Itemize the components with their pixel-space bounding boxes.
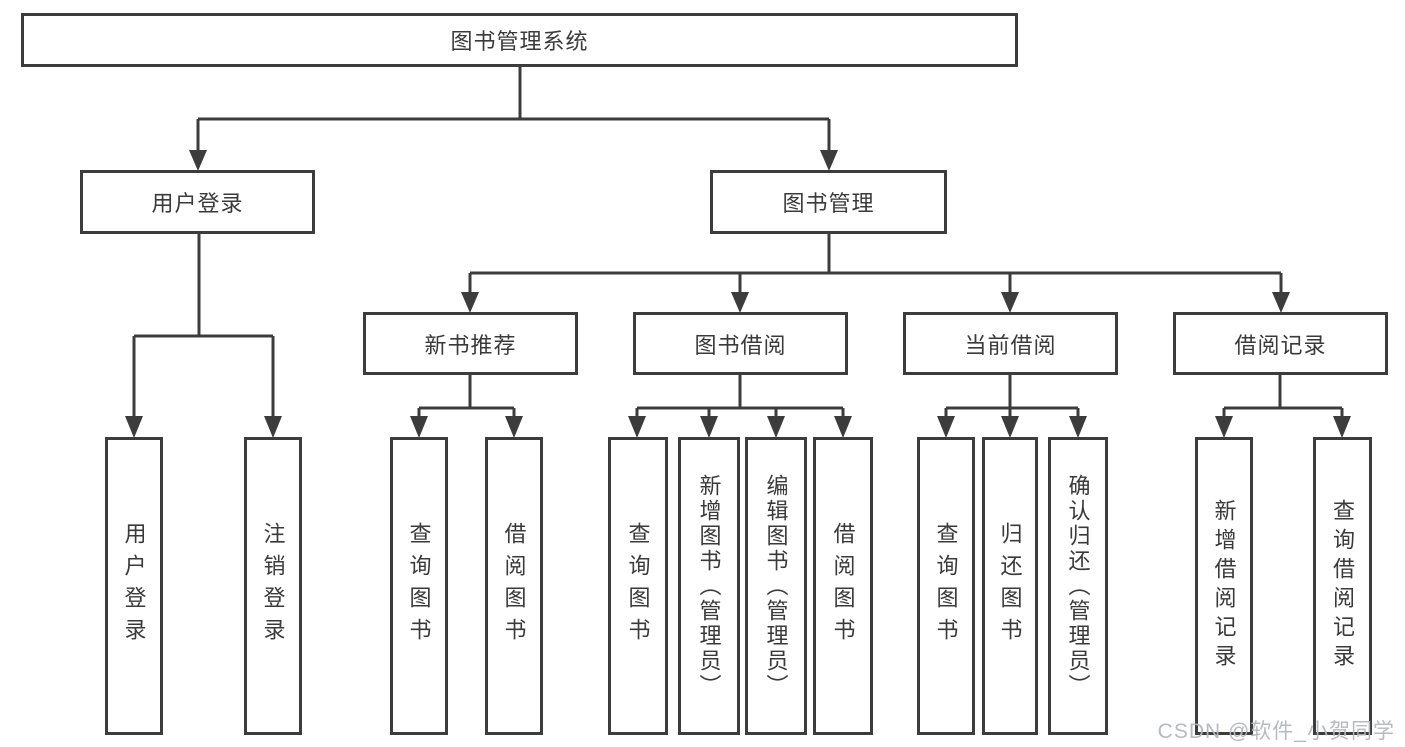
leaf-borrowing-borrow-books: 借阅图书	[813, 437, 873, 735]
root-node: 图书管理系统	[21, 13, 1018, 67]
leaf-return-books-label: 归还图书	[997, 522, 1023, 650]
node-user-login: 用户登录	[80, 170, 315, 234]
leaf-current-query-books: 查询图书	[917, 437, 975, 735]
node-current-borrowing-label: 当前借阅	[964, 332, 1057, 358]
leaf-borrowing-query-books: 查询图书	[608, 437, 668, 735]
leaf-borrowing-query-books-label: 查询图书	[625, 522, 651, 650]
leaf-user-login: 用户登录	[105, 437, 163, 735]
leaf-add-books-admin-label: 新增图书（管理员）	[696, 473, 722, 699]
leaf-recommend-query-books-label: 查询图书	[406, 522, 432, 650]
node-book-borrowing: 图书借阅	[633, 312, 848, 375]
node-book-borrowing-label: 图书借阅	[694, 332, 787, 358]
node-book-management: 图书管理	[710, 170, 947, 234]
node-book-management-label: 图书管理	[782, 191, 875, 216]
leaf-logout: 注销登录	[244, 437, 302, 735]
leaf-add-books-admin: 新增图书（管理员）	[678, 437, 740, 735]
connector-book-management-to-level3	[461, 234, 1290, 313]
node-current-borrowing: 当前借阅	[903, 312, 1118, 375]
node-user-login-label: 用户登录	[151, 191, 244, 216]
connector-book-borrowing-to-leaves	[628, 375, 852, 438]
leaf-edit-books-admin-label: 编辑图书（管理员）	[763, 473, 789, 699]
leaf-add-borrow-record-label: 新增借阅记录	[1211, 499, 1237, 673]
leaf-recommend-query-books: 查询图书	[390, 437, 448, 735]
csdn-watermark: CSDN @软件_小贺同学	[1157, 720, 1395, 743]
connector-root-to-level2	[189, 67, 838, 171]
node-borrow-records-label: 借阅记录	[1234, 332, 1327, 358]
connector-current-borrowing-to-leaves	[937, 375, 1087, 438]
leaf-recommend-borrow-books: 借阅图书	[485, 437, 543, 735]
leaf-recommend-borrow-books-label: 借阅图书	[501, 522, 527, 650]
leaf-current-query-books-label: 查询图书	[933, 522, 959, 650]
connector-borrow-records-to-leaves	[1215, 375, 1351, 438]
node-new-book-recommend: 新书推荐	[363, 312, 578, 375]
leaf-user-login-label: 用户登录	[121, 522, 147, 650]
root-node-label: 图书管理系统	[450, 29, 589, 54]
node-new-book-recommend-label: 新书推荐	[424, 332, 517, 358]
node-borrow-records: 借阅记录	[1173, 312, 1388, 375]
leaf-confirm-return-admin-label: 确认归还（管理员）	[1065, 473, 1091, 699]
connector-new-book-recommend-to-leaves	[410, 375, 523, 438]
leaf-return-books: 归还图书	[982, 437, 1038, 735]
leaf-add-borrow-record: 新增借阅记录	[1195, 437, 1253, 735]
connector-user-login-to-leaves	[125, 234, 282, 438]
leaf-query-borrow-record-label: 查询借阅记录	[1330, 499, 1356, 673]
leaf-borrowing-borrow-books-label: 借阅图书	[830, 522, 856, 650]
leaf-edit-books-admin: 编辑图书（管理员）	[745, 437, 807, 735]
leaf-confirm-return-admin: 确认归还（管理员）	[1048, 437, 1108, 735]
leaf-query-borrow-record: 查询借阅记录	[1313, 437, 1372, 735]
leaf-logout-label: 注销登录	[260, 522, 286, 650]
